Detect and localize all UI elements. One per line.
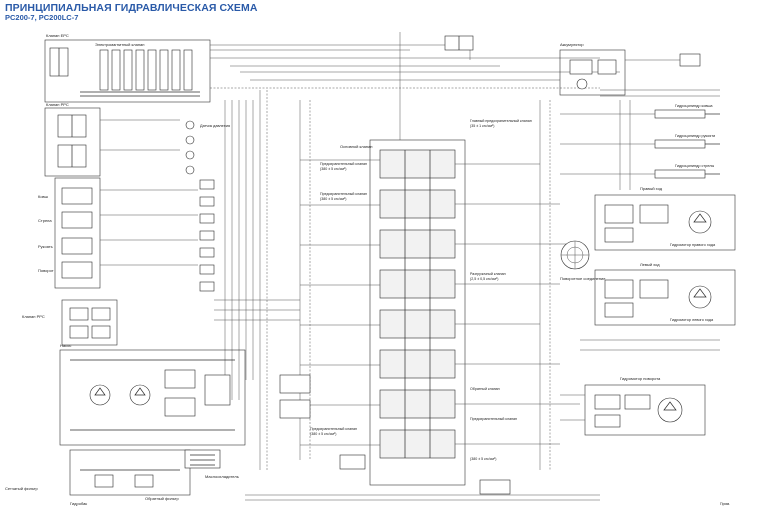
right-travel-motor: Правый ход Гидромотор правого хода xyxy=(594,186,736,251)
hydraulic-tank-label: Гидробак xyxy=(70,501,87,506)
safety-relief-label-3: Предохранительный клапан xyxy=(310,427,357,431)
left-travel-label: Левый ход xyxy=(640,262,660,267)
main-control-valve: Основной клапан xyxy=(340,139,466,486)
gauge-column: Датчик давления xyxy=(185,120,230,292)
main-valve-label: Основной клапан xyxy=(340,144,372,149)
note-text: Прим. xyxy=(720,502,730,506)
boom-cylinder-label: Гидроцилиндр стрелы xyxy=(675,164,714,168)
swing-joint-label: Поворотное соединение xyxy=(560,276,606,281)
bucket-label: Ковш xyxy=(38,194,48,199)
lower-center-components xyxy=(245,374,600,501)
left-ppc-blocks: Клапан PPC Ковш Стрела Рукоять Поворот xyxy=(38,102,101,289)
top-right-valve-group: Аккумулятор xyxy=(559,42,701,96)
pump-group: Насос xyxy=(59,343,246,446)
swing-motor-label: Гидромотор поворота xyxy=(620,376,661,381)
pump-label: Насос xyxy=(60,343,71,348)
epc-valve-label: Клапан EPC xyxy=(46,33,69,38)
return-filter-label: Обратный фильтр xyxy=(145,496,179,501)
pressure-switch-label: Датчик давления xyxy=(200,124,230,128)
pressure-value-2: (380 ± 5 кгс/см²) xyxy=(320,197,346,201)
strainer-label: Сетчатый фильтр xyxy=(5,486,39,491)
pressure-value-1: (380 ± 5 кгс/см²) xyxy=(320,167,346,171)
unload-valve-label: Разгрузочный клапан xyxy=(470,272,506,276)
solenoid-valve-block: Клапан EPC Электромагнитный клапан xyxy=(44,33,211,103)
hydraulic-tank: Сетчатый фильтр Обратный фильтр Гидробак xyxy=(5,449,191,506)
ppc-valve-label-1: Клапан PPC xyxy=(46,102,69,107)
top-pilot-lines xyxy=(210,32,620,140)
arm-cylinder-label: Гидроцилиндр рукояти xyxy=(675,134,715,138)
boom-label: Стрела xyxy=(38,218,52,223)
safety-relief-label-1: Предохранительный клапан xyxy=(320,162,367,166)
pressure-value-5: (380 ± 5 кгс/см²) xyxy=(310,432,336,436)
safety-relief-label-4: Предохранительный клапан xyxy=(470,417,517,421)
main-valve-spools xyxy=(379,149,456,459)
main-valve-annotations: Предохранительный клапан (380 ± 5 кгс/см… xyxy=(310,119,532,461)
right-travel-label: Правый ход xyxy=(640,186,663,191)
oil-cooler: Маслоохладитель xyxy=(184,449,239,479)
lower-left-ppc: Клапан PPC xyxy=(22,299,118,346)
ppc-valve-label-2: Клапан PPC xyxy=(22,314,45,319)
diagram-title: ПРИНЦИПИАЛЬНАЯ ГИДРАВЛИЧЕСКАЯ СХЕМА xyxy=(5,2,258,14)
right-travel-motor-label: Гидромотор правого хода xyxy=(670,243,716,247)
main-relief-label: Главный предохранительный клапан xyxy=(470,119,532,123)
pressure-value-6: (380 ± 5 кгс/см²) xyxy=(470,457,496,461)
left-travel-motor-label: Гидромотор левого хода xyxy=(670,318,714,322)
right-side-lines xyxy=(580,89,720,351)
bucket-cylinder-label: Гидроцилиндр ковша xyxy=(675,104,713,108)
swing-label: Поворот xyxy=(38,268,54,273)
swing-motor: Гидромотор поворота xyxy=(560,376,706,436)
diagram-subtitle: PC200-7, PC200LC-7 xyxy=(5,13,79,22)
left-travel-motor: Левый ход Гидромотор левого хода xyxy=(594,262,736,326)
oil-cooler-label: Маслоохладитель xyxy=(205,474,239,479)
arm-label: Рукоять xyxy=(38,244,53,249)
check-valve-label: Обратный клапан xyxy=(470,387,500,391)
swing-joint: Поворотное соединение xyxy=(560,240,606,281)
pilot-line-bundle xyxy=(100,90,300,470)
pressure-value-3: (35 ± 1 кгс/см²) xyxy=(470,124,494,128)
safety-relief-label-2: Предохранительный клапан xyxy=(320,192,367,196)
pressure-value-4: (2,5 ± 0,5 кгс/см²) xyxy=(470,277,498,281)
accumulator-label: Аккумулятор xyxy=(560,42,584,47)
cylinders: Гидроцилиндр ковша Гидроцилиндр рукояти … xyxy=(560,100,720,190)
solenoid-valve-label: Электромагнитный клапан xyxy=(95,42,144,47)
